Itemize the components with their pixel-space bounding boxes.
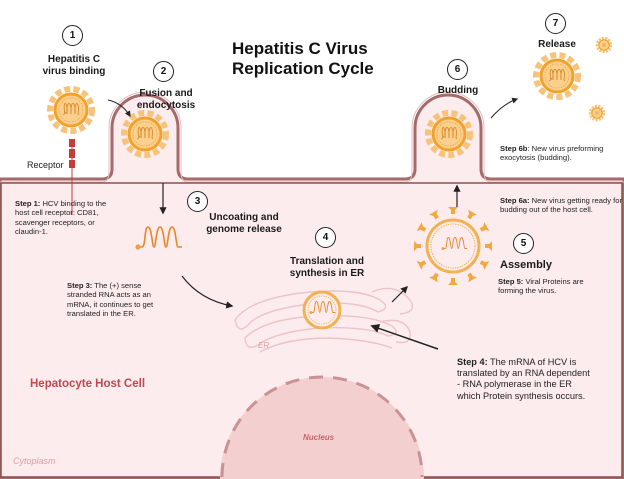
title-line-1: Hepatitis C Virus bbox=[232, 39, 368, 58]
step-6-title: Budding bbox=[437, 85, 479, 96]
step-1-note-label: Step 1: bbox=[15, 199, 41, 208]
step-2-title-line-2: endocytosis bbox=[136, 100, 196, 111]
er-label: ER bbox=[258, 341, 270, 350]
step-1-number: 1 bbox=[62, 25, 83, 46]
step-1-note: Step 1: HCV binding to the host cell rec… bbox=[15, 199, 115, 237]
step-3-note-text: The (+) sense stranded RNA acts as an mR… bbox=[67, 281, 154, 319]
receptor-label: Receptor bbox=[27, 160, 64, 170]
step-6a-note-label: Step 6a: bbox=[500, 196, 530, 205]
step-2-title-line-1: Fusion and bbox=[139, 88, 193, 99]
viral-protein-spike bbox=[479, 222, 490, 232]
step-3-title-line-1: Uncoating and bbox=[209, 212, 279, 223]
title-line-2: Replication Cycle bbox=[232, 59, 374, 78]
virus-released-small-2 bbox=[588, 104, 606, 122]
step-6b-note: Step 6b: New virus preforming exocytosis… bbox=[500, 144, 615, 163]
step-1-title: Hepatitis C virus binding bbox=[32, 54, 116, 78]
step-4-note-text: The mRNA of HCV is translated by an RNA … bbox=[457, 357, 590, 401]
step-1-title-line-2: virus binding bbox=[42, 66, 106, 77]
step-2-number: 2 bbox=[153, 61, 174, 82]
virus-released-small-1 bbox=[595, 36, 613, 54]
step-7-title: Release bbox=[538, 39, 576, 50]
step-6-number: 6 bbox=[447, 59, 468, 80]
step-6a-note-text: New virus getting ready for budding out … bbox=[500, 196, 622, 215]
arrow-to-release bbox=[490, 97, 519, 119]
viral-protein-spike bbox=[448, 278, 458, 285]
step-5-title: Assembly bbox=[500, 259, 552, 271]
viral-protein-spike bbox=[485, 241, 492, 251]
step-3-title: Uncoating and genome release bbox=[203, 212, 285, 236]
virus-binding bbox=[50, 89, 92, 131]
step-4-note-label: Step 4: bbox=[457, 357, 488, 367]
step-5-note-label: Step 5: bbox=[498, 277, 524, 286]
step-3-title-line-2: genome release bbox=[206, 224, 282, 235]
viral-protein-spike bbox=[416, 260, 427, 270]
step-4-title-line-1: Translation and bbox=[290, 256, 364, 267]
viral-protein-spike bbox=[479, 260, 490, 270]
nucleus-label: Nucleus bbox=[303, 433, 335, 442]
step-1-title-line-1: Hepatitis C bbox=[47, 54, 101, 65]
receptor bbox=[69, 139, 75, 215]
er-vesicle bbox=[302, 290, 342, 330]
viral-protein-spike bbox=[429, 209, 439, 220]
step-3-number: 3 bbox=[187, 191, 208, 212]
virus-released bbox=[536, 55, 578, 97]
step-3-note-label: Step 3: bbox=[67, 281, 93, 290]
step-5-number: 5 bbox=[513, 233, 534, 254]
arrow-to-er bbox=[181, 275, 234, 309]
step-4-title: Translation and synthesis in ER bbox=[282, 256, 372, 280]
cytoplasm-label: Cytoplasm bbox=[13, 456, 56, 466]
step-7-number: 7 bbox=[545, 13, 566, 34]
nucleus bbox=[220, 375, 424, 479]
assembling-virus bbox=[414, 207, 492, 285]
viral-protein-spike bbox=[467, 209, 477, 220]
diagram-title: Hepatitis C Virus Replication Cycle bbox=[232, 39, 374, 79]
step-1-note-text: HCV binding to the host cell receptor: C… bbox=[15, 199, 107, 237]
step-3-note: Step 3: The (+) sense stranded RNA acts … bbox=[67, 281, 157, 319]
cell-membrane bbox=[0, 93, 624, 479]
step-4-number: 4 bbox=[315, 227, 336, 248]
step-6b-note-label: Step 6b bbox=[500, 144, 528, 153]
step-5-note-text: Viral Proteins are forming the virus. bbox=[498, 277, 584, 296]
step-6a-note: Step 6a: New virus getting ready for bud… bbox=[500, 196, 622, 215]
viral-protein-spike bbox=[448, 207, 458, 214]
arrow-to-endocytosis bbox=[107, 99, 131, 118]
viral-protein-spike bbox=[467, 272, 477, 283]
viral-protein-spike bbox=[414, 241, 421, 251]
arrow-to-assembly bbox=[391, 285, 409, 303]
step-6b-note-text: : New virus preforming exocytosis (buddi… bbox=[500, 144, 604, 163]
step-4-note: Step 4: The mRNA of HCV is translated by… bbox=[457, 357, 592, 402]
step-5-note: Step 5: Viral Proteins are forming the v… bbox=[498, 277, 593, 296]
step-4-title-line-2: synthesis in ER bbox=[289, 268, 365, 279]
viral-protein-spike bbox=[416, 222, 427, 232]
host-cell-label: Hepatocyte Host Cell bbox=[30, 378, 146, 390]
step-2-title: Fusion and endocytosis bbox=[124, 88, 208, 112]
arrow-step4-pointer bbox=[370, 324, 439, 350]
viral-protein-spike bbox=[429, 272, 439, 283]
